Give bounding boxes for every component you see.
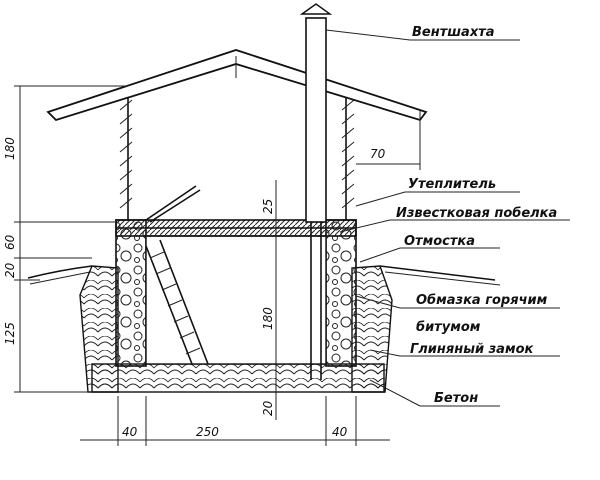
dim-wall-left: 40: [122, 425, 138, 439]
right-stone-wall: [325, 219, 357, 367]
label-insulation: Утеплитель: [408, 177, 496, 192]
label-bitumen-line1: Обмазка горячим: [416, 293, 548, 308]
dim-floor: 20: [261, 400, 275, 416]
dim-overhang: 70: [370, 147, 386, 161]
dim-ceiling: 25: [261, 199, 275, 214]
dim-roof-height: 180: [3, 137, 17, 160]
hatch-lid: [145, 185, 201, 223]
label-blind-area: Отмостка: [404, 234, 475, 249]
dim-wall-above-60: 60: [3, 234, 17, 250]
label-lime-whitewash: Известковая побелка: [396, 206, 557, 221]
cellar-interior: [145, 235, 327, 365]
dim-wall-right: 40: [332, 425, 348, 439]
vent-shaft: [299, 3, 333, 380]
dim-inner-height: 180: [261, 307, 275, 330]
leader-lines: [325, 29, 570, 407]
ladder: [145, 239, 209, 365]
label-concrete: Бетон: [434, 391, 478, 406]
dim-depth: 125: [3, 322, 17, 345]
upper-shed-walls: [119, 96, 355, 220]
label-clay-lock: Глиняный замок: [410, 342, 534, 357]
dim-wall-above-20: 20: [3, 262, 17, 278]
ground-line: [27, 265, 501, 286]
concrete-floor: [91, 363, 385, 393]
gable-roof: [46, 49, 428, 122]
dimension-lines: [14, 85, 421, 446]
label-vent-shaft: Вентшахта: [412, 25, 495, 40]
label-bitumen-line2: битумом: [416, 320, 481, 335]
left-stone-wall: [115, 219, 147, 367]
dim-inner-width: 250: [196, 425, 219, 439]
